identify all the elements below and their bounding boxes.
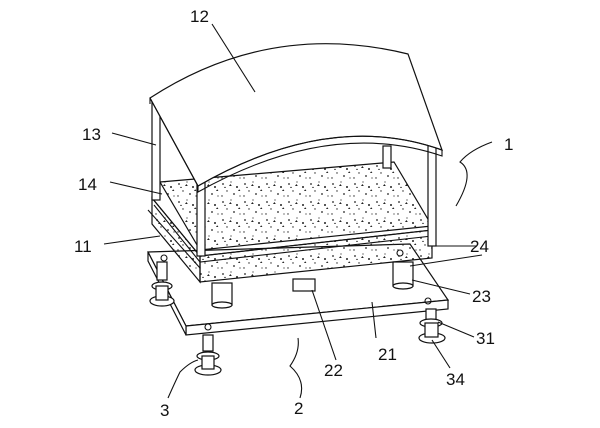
label-23: 23	[472, 287, 491, 306]
side-rail	[409, 254, 483, 267]
label-11: 11	[74, 237, 92, 256]
label-12: 12	[190, 7, 209, 26]
support-cylinder-left	[211, 282, 233, 309]
label-3: 3	[160, 401, 169, 420]
leveling-foot-front-left	[194, 334, 222, 376]
label-34: 34	[446, 370, 465, 389]
label-31: 31	[476, 329, 495, 348]
reference-numerals: 12 13 14 11 1 24 23 31 21 22 34 3 2	[74, 7, 513, 420]
label-1: 1	[504, 135, 513, 154]
label-13: 13	[82, 125, 101, 144]
filling-tray	[147, 161, 433, 284]
leveling-foot-back-left	[149, 261, 175, 307]
label-14: 14	[78, 175, 97, 194]
leveling-foot-front-right	[418, 308, 446, 344]
curved-canopy	[149, 43, 443, 193]
label-24: 24	[470, 237, 489, 256]
label-21: 21	[378, 345, 397, 364]
label-2: 2	[294, 399, 303, 418]
support-cylinder-right	[392, 261, 414, 290]
label-22: 22	[324, 361, 343, 380]
leader-lines	[103, 23, 493, 399]
